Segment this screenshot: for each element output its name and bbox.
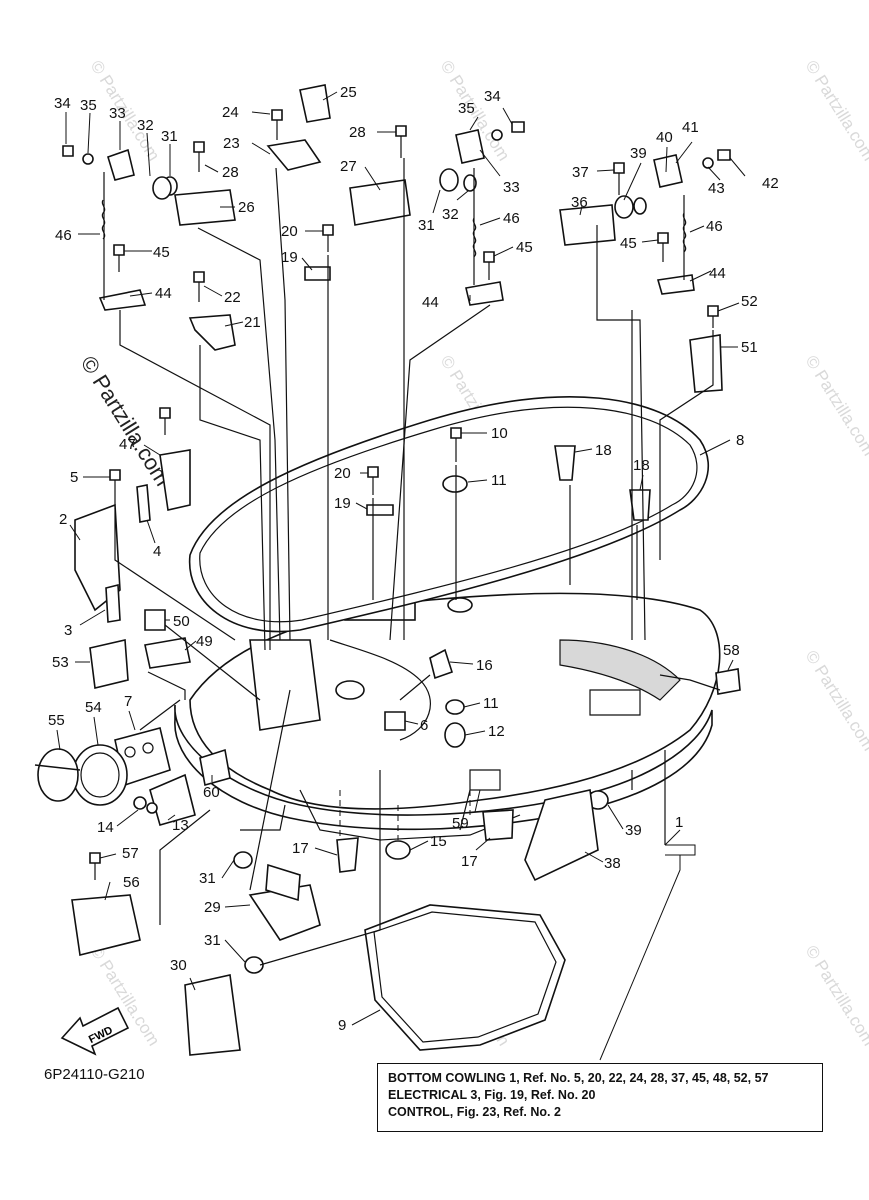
fwd-arrow: FWD [60, 1006, 130, 1056]
callout-label: 25 [340, 84, 357, 101]
callout-label: 31 [161, 128, 178, 145]
callout-label: 46 [55, 227, 72, 244]
callout-label: 17 [461, 853, 478, 870]
note-line: CONTROL, Fig. 23, Ref. No. 2 [388, 1105, 561, 1119]
assembly-guide-lines [103, 158, 721, 966]
callout-label: 33 [109, 105, 126, 122]
callout-label: 29 [204, 899, 221, 916]
callout-label: 10 [491, 425, 508, 442]
callout-label: 28 [222, 164, 239, 181]
callout-label: 4 [153, 543, 161, 560]
callout-label: 52 [741, 293, 758, 310]
callout-label: 18 [595, 442, 612, 459]
callout-label: 54 [85, 699, 102, 716]
callout-label: 21 [244, 314, 261, 331]
callout-label: 19 [334, 495, 351, 512]
callout-label: 31 [418, 217, 435, 234]
callout-label: 32 [137, 117, 154, 134]
callout-label: 60 [203, 784, 220, 801]
callout-label: 45 [153, 244, 170, 261]
callout-label: 45 [620, 235, 637, 252]
callout-label: 7 [124, 693, 132, 710]
callout-label: 18 [633, 457, 650, 474]
callout-label: 8 [736, 432, 744, 449]
callout-label: 11 [483, 695, 499, 712]
callout-label: 39 [630, 145, 647, 162]
callout-label: 12 [488, 723, 505, 740]
callout-label: 35 [458, 100, 475, 117]
callout-label: 32 [442, 206, 459, 223]
callout-label: 13 [172, 817, 189, 834]
cowling-seal [188, 396, 710, 633]
callout-label: 46 [503, 210, 520, 227]
callout-label: 37 [572, 164, 589, 181]
callout-label: 41 [682, 119, 699, 136]
hardware-parts [34, 84, 741, 1056]
callout-label: 30 [170, 957, 187, 974]
note-line: BOTTOM COWLING 1, Ref. No. 5, 20, 22, 24… [388, 1071, 769, 1085]
callout-label: 42 [762, 175, 779, 192]
callout-label: 11 [491, 472, 507, 489]
callout-label: 49 [196, 633, 213, 650]
callout-label: 43 [708, 180, 725, 197]
watermark-tile: © Partzilla.com [802, 942, 869, 1049]
callout-label: 34 [484, 88, 501, 105]
callout-label: 22 [224, 289, 241, 306]
callout-label: 35 [80, 97, 97, 114]
callout-label: 1 [675, 814, 683, 831]
callout-label: 19 [281, 249, 298, 266]
callout-label: 34 [54, 95, 71, 112]
callout-label: 3 [64, 622, 72, 639]
callout-label: 24 [222, 104, 239, 121]
watermark-main: © Partzilla.com [76, 351, 176, 490]
callout-label: 5 [70, 469, 78, 486]
callout-label: 16 [476, 657, 493, 674]
callout-label: 14 [97, 819, 114, 836]
callout-label: 40 [656, 129, 673, 146]
callout-label: 23 [223, 135, 240, 152]
callout-label: 51 [741, 339, 758, 356]
diagram-code: 6P24110-G210 [44, 1066, 145, 1083]
callout-label: 47 [119, 436, 136, 453]
callout-label: 38 [604, 855, 621, 872]
callout-label: 59 [452, 815, 469, 832]
callout-label: 57 [122, 845, 139, 862]
callout-label: 31 [199, 870, 216, 887]
callout-label: 26 [238, 199, 255, 216]
callout-label: 28 [349, 124, 366, 141]
callout-label: 44 [709, 265, 726, 282]
callout-label: 55 [48, 712, 65, 729]
callout-label: 17 [292, 840, 309, 857]
callout-label: 6 [420, 717, 428, 734]
callout-label: 50 [173, 613, 190, 630]
watermark-tile: © Partzilla.com [802, 352, 869, 459]
callout-label: 36 [571, 194, 588, 211]
leader-lines [56, 91, 746, 1061]
callout-label: 44 [422, 294, 439, 311]
callout-label: 46 [706, 218, 723, 235]
watermark-tile: © Partzilla.com [802, 57, 869, 164]
callout-label: 53 [52, 654, 69, 671]
callout-label: 39 [625, 822, 642, 839]
callout-label: 27 [340, 158, 357, 175]
callout-label: 20 [334, 465, 351, 482]
callout-labels: 34 35 33 32 31 28 26 24 25 23 28 27 35 3… [48, 84, 779, 1034]
note-line: ELECTRICAL 3, Fig. 19, Ref. No. 20 [388, 1088, 596, 1102]
watermark-tile: © Partzilla.com [802, 647, 869, 754]
callout-label: 58 [723, 642, 740, 659]
reference-note-box: BOTTOM COWLING 1, Ref. No. 5, 20, 22, 24… [377, 1063, 823, 1132]
callout-label: 20 [281, 223, 298, 240]
gasket-ring [364, 904, 566, 1051]
callout-label: 9 [338, 1017, 346, 1034]
callout-label: 2 [59, 511, 67, 528]
callout-label: 56 [123, 874, 140, 891]
callout-label: 44 [155, 285, 172, 302]
callout-label: 15 [430, 833, 447, 850]
callout-label: 31 [204, 932, 221, 949]
callout-label: 45 [516, 239, 533, 256]
callout-label: 33 [503, 179, 520, 196]
